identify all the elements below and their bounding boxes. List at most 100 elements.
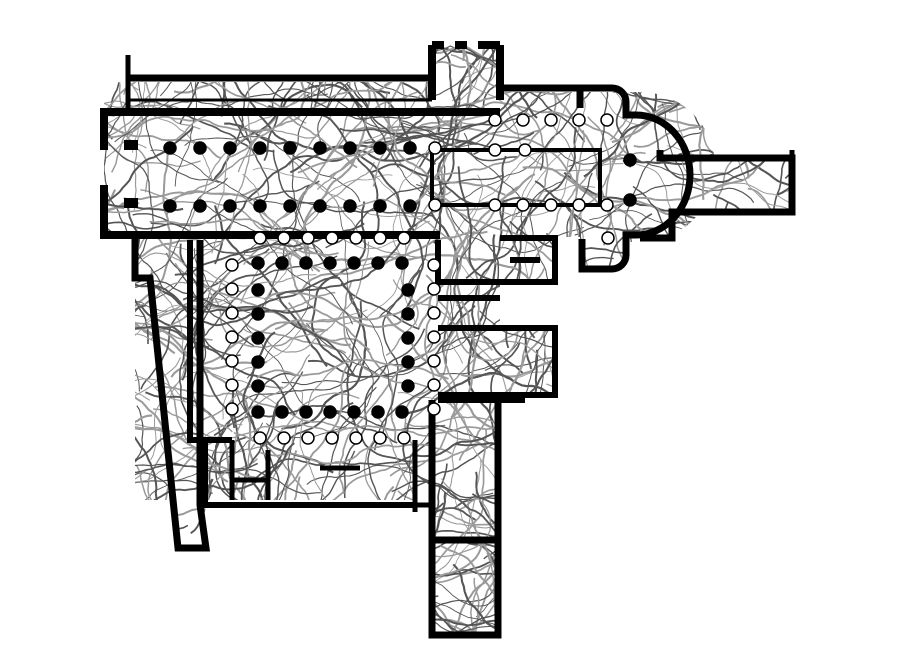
flow-line xyxy=(317,528,359,635)
column-open xyxy=(253,431,267,445)
flow-line xyxy=(619,475,769,578)
column-solid xyxy=(343,199,357,213)
flow-line xyxy=(674,529,792,570)
flow-line xyxy=(586,288,748,374)
flow-line xyxy=(135,564,256,634)
column-solid xyxy=(371,405,385,419)
flow-line xyxy=(441,201,534,365)
flow-line xyxy=(531,336,647,484)
flow-line xyxy=(731,299,792,476)
flow-line xyxy=(712,559,792,634)
flow-line xyxy=(701,566,792,633)
column-open xyxy=(397,431,411,445)
column-solid xyxy=(193,199,207,213)
flow-line xyxy=(336,253,530,280)
column-open xyxy=(427,330,441,344)
flow-line xyxy=(339,127,535,148)
flow-line xyxy=(588,308,717,409)
flow-line xyxy=(729,358,779,547)
column-solid xyxy=(299,405,313,419)
flow-line xyxy=(668,46,792,114)
flow-line xyxy=(667,576,792,633)
flow-line xyxy=(276,90,420,222)
column-open xyxy=(427,378,441,392)
column-solid xyxy=(223,141,237,155)
column-solid xyxy=(401,355,415,369)
flow-line xyxy=(260,223,420,330)
flow-line xyxy=(733,302,792,459)
column-solid xyxy=(253,199,267,213)
flow-line xyxy=(673,219,792,339)
column-solid xyxy=(163,141,177,155)
flow-line xyxy=(384,147,546,203)
flow-line xyxy=(533,488,686,607)
column-solid xyxy=(283,141,297,155)
flow-line xyxy=(511,542,694,614)
flow-line xyxy=(546,233,656,378)
flow-line xyxy=(185,507,350,585)
column-open xyxy=(277,431,291,445)
flow-line xyxy=(343,328,426,499)
column-solid xyxy=(395,256,409,270)
flow-line xyxy=(128,325,296,416)
column-open xyxy=(225,282,239,296)
column-solid xyxy=(347,405,361,419)
flow-line xyxy=(643,486,765,633)
flow-line xyxy=(522,166,709,227)
flow-line xyxy=(734,521,792,633)
column-solid xyxy=(323,256,337,270)
column-solid xyxy=(275,256,289,270)
column-open xyxy=(427,282,441,296)
flow-line xyxy=(497,474,584,633)
flow-line xyxy=(611,555,792,579)
flow-line xyxy=(672,95,792,205)
column-solid xyxy=(251,379,265,393)
flow-line xyxy=(552,147,743,181)
column-open xyxy=(373,431,387,445)
column-open xyxy=(325,231,339,245)
column-solid xyxy=(313,199,327,213)
column-open xyxy=(397,231,411,245)
flow-line xyxy=(645,448,792,506)
flow-line xyxy=(727,539,792,634)
flow-line xyxy=(206,503,289,633)
flow-line xyxy=(214,372,295,513)
flow-line xyxy=(628,340,699,517)
flow-line xyxy=(574,183,755,236)
column-open xyxy=(427,258,441,272)
column-solid xyxy=(251,331,265,345)
flow-line xyxy=(336,485,395,633)
flow-line xyxy=(561,365,722,418)
column-open xyxy=(572,198,586,212)
flow-line xyxy=(147,384,283,505)
column-solid xyxy=(275,405,289,419)
flow-line xyxy=(733,228,786,414)
column-solid xyxy=(251,355,265,369)
flow-line xyxy=(577,466,686,630)
flow-line xyxy=(719,312,760,503)
flow-line xyxy=(104,293,233,348)
flow-line xyxy=(608,528,792,585)
flow-line xyxy=(509,493,573,634)
column-open xyxy=(225,354,239,368)
flow-line xyxy=(693,81,792,108)
column-open xyxy=(427,306,441,320)
column-open xyxy=(600,198,614,212)
flow-line xyxy=(275,190,424,298)
flow-line xyxy=(285,152,439,268)
flow-line xyxy=(389,317,463,477)
flow-line xyxy=(194,45,389,63)
flow-line xyxy=(533,322,566,515)
flow-line xyxy=(589,288,687,446)
column-open xyxy=(225,402,239,416)
column-open xyxy=(488,143,502,157)
column-open xyxy=(427,354,441,368)
column-solid xyxy=(373,199,387,213)
flow-line xyxy=(630,436,767,547)
column-solid xyxy=(313,141,327,155)
flow-line xyxy=(261,502,445,566)
flow-line xyxy=(772,120,792,311)
flow-line xyxy=(724,386,792,560)
flow-line xyxy=(483,502,672,560)
